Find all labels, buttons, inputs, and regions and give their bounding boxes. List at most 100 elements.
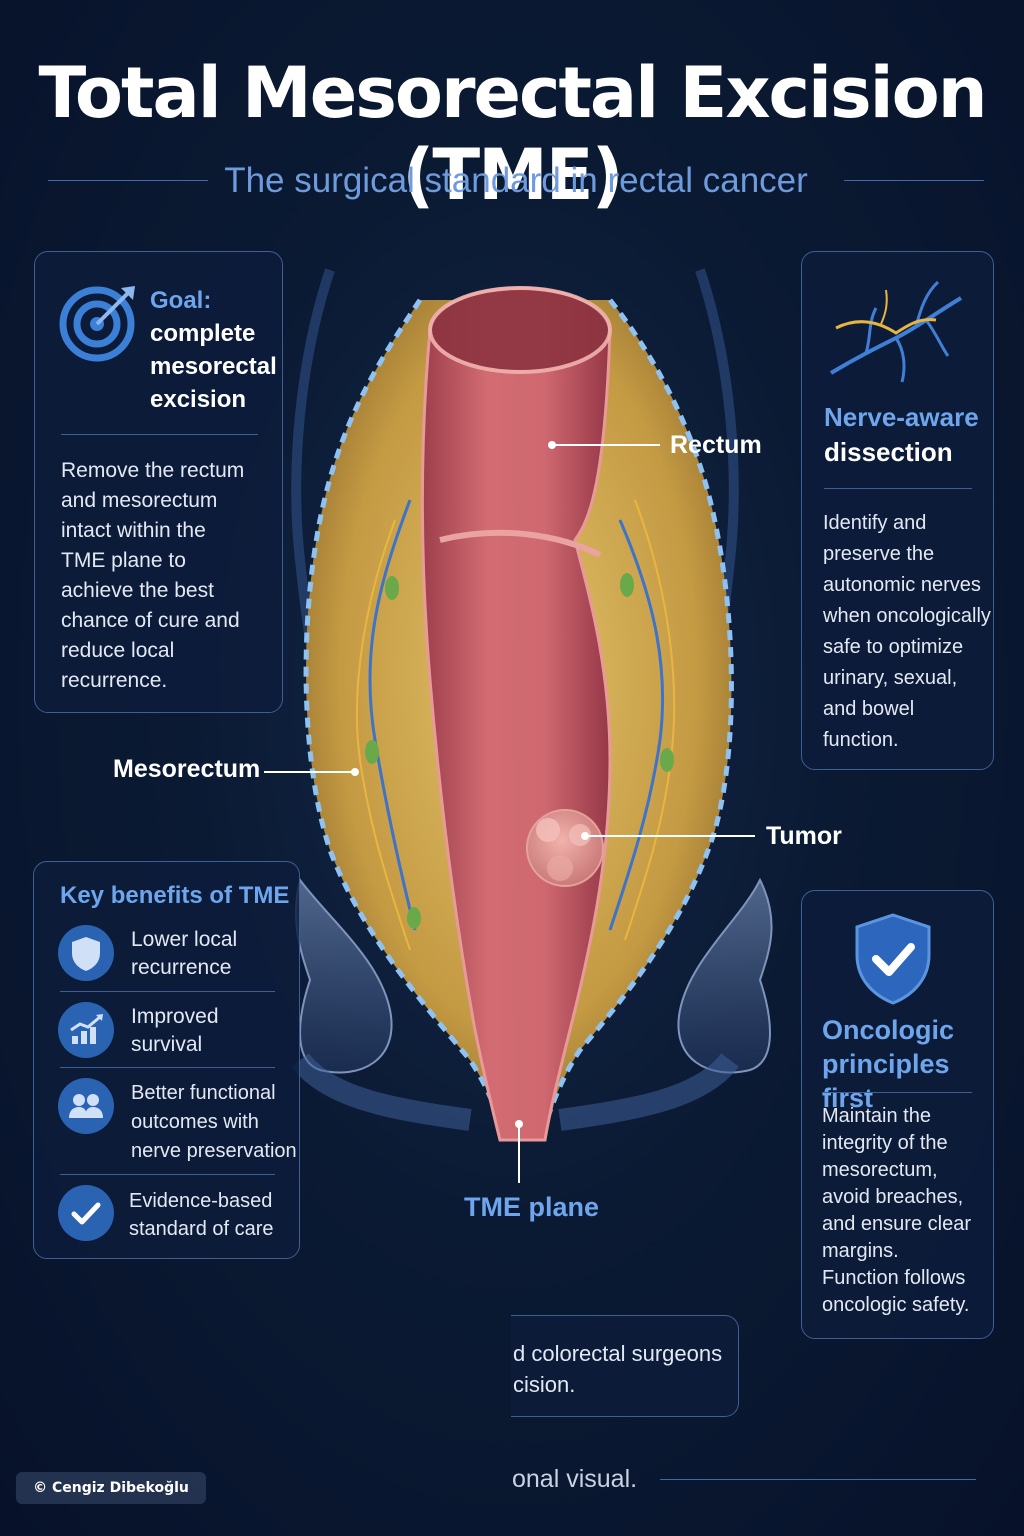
benefit-text-line: recurrence [131,956,232,979]
bottom-note-line: d colorectal surgeons [513,1341,723,1366]
footer-rule [660,1479,976,1480]
people-icon [69,1094,103,1118]
rectum-fold [439,529,602,558]
lymph-node [660,748,674,772]
oncologic-divider [822,1092,972,1093]
rectum-opening [428,286,612,374]
oncologic-body-line: oncologic safety. [822,1294,970,1316]
benefit-text-line: Improved [131,1005,219,1028]
oncologic-body-line: avoid breaches, [822,1186,964,1208]
nerve-body-line: and bowel [823,698,915,720]
bottom-note-card: d colorectal surgeons cision. [511,1315,739,1417]
benefit-text-line: nerve preservation [131,1140,297,1162]
benefit-divider [60,1174,275,1175]
nerve-body-line: preserve the [823,543,935,565]
vessel-right-1 [608,519,665,931]
benefit-icon-circle [58,1078,114,1134]
benefit-item: Evidence-based standard of care [129,1187,274,1243]
nerve-body-line: Identify and [823,512,927,534]
benefits-card: Key benefits of TME Lower local recurren… [33,861,300,1259]
oncologic-body-line: Maintain the [822,1105,931,1127]
oncologic-card: Oncologic principles first Maintain the … [801,890,994,1339]
benefit-icon-circle [58,925,114,981]
nerve-body-line: when oncologically [823,605,991,627]
lymph-node [620,573,634,597]
goal-body-line: reduce local [61,639,175,662]
oncologic-body-line: and ensure clear [822,1213,971,1235]
bottom-note-line: cision. [513,1372,576,1397]
oncologic-heading-line: Oncologic [822,1015,955,1045]
footer-text: onal visual. [512,1465,638,1493]
goal-divider [61,434,258,435]
benefit-text-line: outcomes with [131,1111,259,1133]
nerve-body-line: safe to optimize [823,636,964,658]
tme-plane-line [303,298,734,1141]
lymph-node [365,740,379,764]
lymph-node [407,907,421,929]
subtitle-row: The surgical standard in rectal cancer [48,158,984,204]
nerve-body: Identify and preserve the autonomic nerv… [823,508,991,756]
benefit-divider [60,1067,275,1068]
goal-body-line: recurrence. [61,669,168,692]
nerve-body-line: function. [823,729,899,751]
subtitle-rule-right [844,180,984,181]
goal-body-line: achieve the best [61,579,214,602]
target-icon [59,286,135,362]
pelvic-floor-left [291,1052,472,1131]
goal-body-line: chance of cure and [61,609,240,632]
benefit-text-line: standard of care [129,1218,274,1240]
page-title: Total Mesorectal Excision (TME) [38,52,987,216]
nerve-body-line: autonomic nerves [823,574,981,596]
benefit-item: Better functional outcomes with nerve pr… [131,1079,297,1166]
goal-body: Remove the rectum and mesorectum intact … [61,456,244,696]
oncologic-body: Maintain the integrity of the mesorectum… [822,1103,971,1319]
nerve-icon [829,280,963,383]
oncologic-heading-line: principles first [822,1049,950,1113]
goal-body-line: and mesorectum [61,489,218,512]
shield-check-icon [855,913,931,1005]
copyright-badge: © Cengiz Dibekoğlu [16,1472,206,1504]
goal-heading-line: complete [150,320,256,347]
nerve-left-1 [355,519,411,951]
page-subtitle: The surgical standard in rectal cancer [224,161,808,200]
benefit-item: Lower local recurrence [131,926,237,982]
nerve-heading-line: Nerve-aware [824,402,979,432]
nerve-body-line: urinary, sexual, [823,667,958,689]
shield-icon [72,937,100,971]
rectum-label: Rectum [670,431,762,459]
goal-body-line: TME plane to [61,549,186,572]
benefit-item: Improved survival [131,1003,219,1059]
oncologic-body-line: integrity of the [822,1132,948,1154]
goal-heading-line: mesorectal [150,353,277,380]
pelvic-floor-right [558,1052,739,1131]
vessel-left-1 [368,499,417,931]
mesorectum-label: Mesorectum [113,755,261,783]
check-icon [71,1202,101,1225]
benefit-divider [60,991,275,992]
oncologic-body-line: mesorectum, [822,1159,938,1181]
bottom-note-text: d colorectal surgeons cision. [513,1338,722,1400]
goal-card: Goal: complete mesorectal excision Remov… [34,251,283,713]
tme-plane-label: TME plane [464,1192,600,1222]
nerve-right-1 [624,499,676,941]
nerve-card: Nerve-aware dissection Identify and pres… [801,251,994,770]
benefit-text-line: Better functional [131,1082,276,1104]
tumor-label: Tumor [766,822,842,850]
nerve-divider [824,488,972,489]
lymph-node [385,576,399,600]
goal-body-line: intact within the [61,519,206,542]
benefit-text-line: Lower local [131,928,238,951]
oncologic-body-line: Function follows [822,1267,966,1289]
pelvic-bone-right [677,877,773,1074]
goal-heading-prefix: Goal: [150,287,212,314]
benefits-heading: Key benefits of TME [60,882,290,909]
growth-chart-icon [70,1014,103,1044]
benefit-text-line: survival [131,1033,203,1056]
nerve-heading-line: dissection [824,437,953,467]
subtitle-rule-left [48,180,208,181]
benefit-icon-circle [58,1185,114,1241]
goal-body-line: Remove the rectum [61,459,245,482]
benefit-icon-circle [58,1002,114,1058]
goal-heading-line: excision [150,386,247,413]
